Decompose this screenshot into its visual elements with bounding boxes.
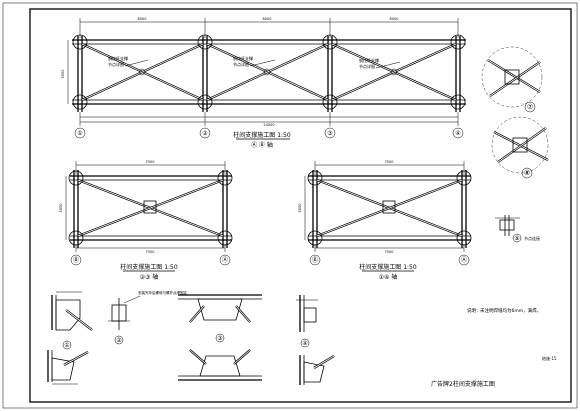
left-axis-b: Ⓑ [73, 256, 79, 264]
top-note-2a: 钢拉杆支撑 [233, 55, 253, 61]
detail-8 [491, 116, 549, 179]
detail-9 [495, 215, 522, 243]
right-dim-height: 5050 [298, 204, 302, 213]
top-axis-caption: Ⓐ Ⓑ 轴 [251, 141, 273, 149]
top-note-1a: 钢拉杆支撑 [108, 55, 128, 61]
detail-3 [178, 294, 262, 343]
top-note-2b: 节点详图 [233, 61, 249, 67]
detail-9-mark: ⑨ [514, 235, 519, 242]
detail-1 [51, 291, 93, 350]
top-title: 柱间支撑施工图 1:50 [233, 131, 291, 139]
top-axis-3: ③ [327, 130, 332, 137]
inner-border [29, 8, 572, 403]
left-dim-width: 7500 [146, 160, 155, 164]
top-dim-bay-1: 8000 [138, 17, 147, 21]
detail-3-mark: ③ [217, 335, 222, 342]
detail-8-mark: ⑧ [524, 169, 530, 177]
sheet-title: 广告牌2柱间支撑施工图 [431, 380, 495, 388]
top-dim-bay-2: 8000 [263, 17, 272, 21]
notes-label: 说明： [467, 307, 481, 314]
top-note-3b: 节点详图 [359, 63, 375, 69]
top-note-3a: 钢拉杆支撑 [359, 57, 379, 63]
detail-7-mark: ⑦ [527, 103, 533, 111]
detail-4 [296, 295, 318, 348]
detail-9-caption: 节点连接 [524, 235, 540, 241]
top-dim-height: 5050 [61, 70, 65, 79]
detail-1-mark: ① [64, 342, 69, 349]
notes-text: 未注明焊缝均为6mm，满焊。 [480, 307, 541, 314]
left-dim-height: 5050 [59, 204, 63, 213]
left-dim-bottom: 7500 [146, 250, 155, 254]
top-dim-bay-3: 8000 [390, 17, 399, 21]
detail-4-mark: ④ [302, 340, 307, 347]
brace-bay-1 [81, 43, 204, 101]
right-axis-b: Ⓑ [312, 256, 318, 264]
detail-2 [108, 295, 141, 345]
top-axis-4: ④ [455, 130, 460, 137]
elevation-right [304, 161, 472, 266]
drawing-number: 结施-15 [542, 355, 557, 361]
detail-2-mark: ② [116, 337, 122, 344]
right-dim-bottom: 7500 [385, 250, 394, 254]
right-title: 柱间支撑施工图 1:50 [359, 263, 417, 271]
brace-bay-2 [206, 43, 329, 101]
detail-2-note: 安装完毕后螺母与螺杆点焊固定 [138, 290, 187, 295]
elevation-left [65, 161, 233, 266]
detail-6b [299, 355, 335, 385]
top-dim-total: 24000 [263, 123, 274, 127]
right-dim-width: 7500 [385, 160, 394, 164]
detail-6 [178, 349, 262, 381]
brace-bay-3 [331, 42, 457, 102]
detail-7 [481, 46, 543, 113]
left-axis-a: Ⓐ [222, 256, 228, 264]
top-axis-2: ② [202, 130, 208, 137]
left-axis-caption: ②③ 轴 [140, 273, 159, 281]
top-axis-1: ① [77, 130, 82, 137]
left-title: 柱间支撑施工图 1:50 [120, 263, 178, 271]
elevation-top [67, 18, 466, 139]
right-axis-caption: ①④ 轴 [379, 273, 398, 281]
detail-5 [47, 350, 89, 385]
right-axis-a: Ⓐ [461, 256, 467, 264]
top-note-1b: 节点详图 [108, 61, 124, 67]
